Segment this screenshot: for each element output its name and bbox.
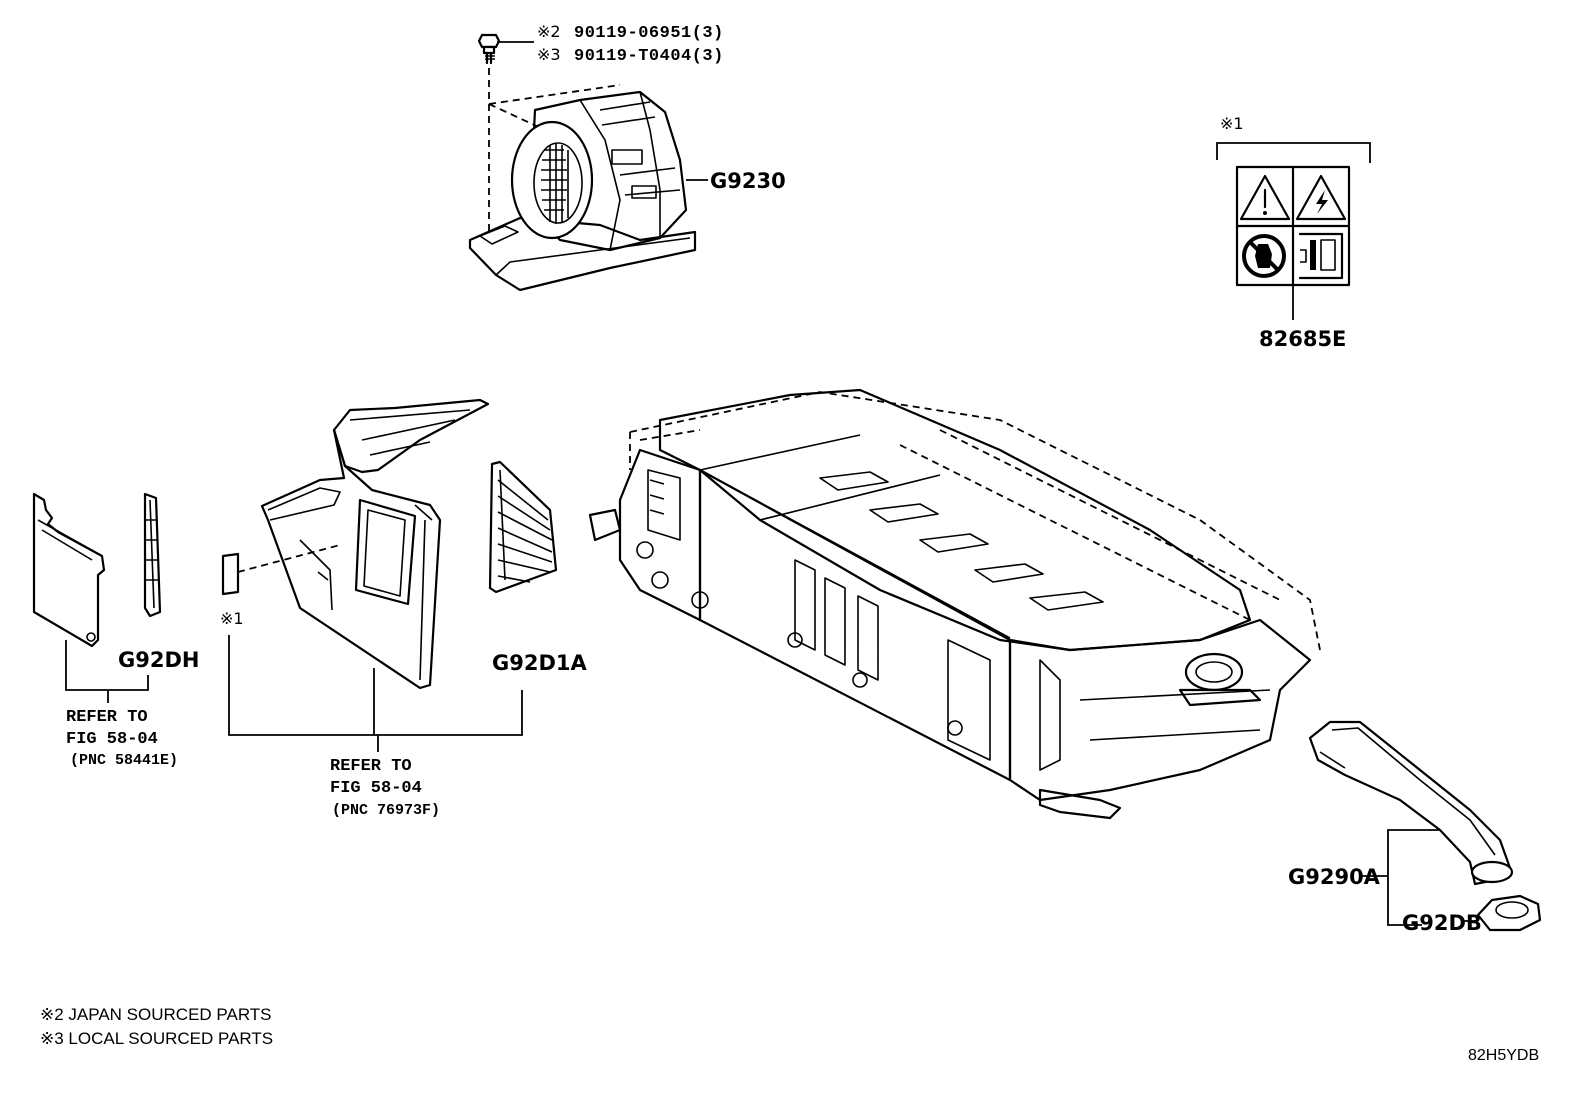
duct-mid-callout[interactable]: G92D1A: [492, 651, 588, 675]
blower-fan-icon[interactable]: [468, 90, 697, 292]
duct-hose[interactable]: [1308, 720, 1514, 886]
warning-label-mark: ※1: [1220, 114, 1244, 133]
bolt-local-part-number[interactable]: 90119-T0404(3): [574, 47, 724, 66]
battery-assembly: [588, 388, 1321, 820]
diagram-code: 82H5YDB: [1468, 1047, 1539, 1064]
bolt-japan-mark: ※2: [537, 22, 561, 41]
cover-callout[interactable]: G92DH: [118, 648, 199, 672]
small-label[interactable]: [221, 552, 240, 596]
refer-center-pnc[interactable]: (PNC 76973F): [332, 802, 440, 819]
grommet-callout[interactable]: G92DB: [1402, 911, 1482, 935]
duct-panel-center[interactable]: [260, 398, 490, 690]
bolt-japan-part-number[interactable]: 90119-06951(3): [574, 24, 724, 43]
note-japan-sourced: ※2 JAPAN SOURCED PARTS: [40, 1005, 272, 1024]
duct-hose-callout[interactable]: G9290A: [1288, 865, 1381, 889]
blower-callout[interactable]: G9230: [710, 169, 786, 193]
no-touch-icon: [1242, 234, 1286, 278]
grommet[interactable]: [1476, 894, 1542, 932]
warning-triangle-icon: [1239, 174, 1291, 221]
cover-panel-left[interactable]: [32, 492, 106, 648]
warning-label-bracket: [1216, 142, 1371, 163]
warning-label-callout[interactable]: 82685E: [1259, 327, 1346, 351]
duct-hose-bracket: [1360, 829, 1440, 926]
duct-bracket: [228, 635, 523, 752]
refer-center-line2: FIG 58-04: [330, 779, 422, 798]
note-local-sourced: ※3 LOCAL SOURCED PARTS: [40, 1029, 273, 1048]
cover-panel-small[interactable]: [143, 492, 162, 618]
refer-left-line1: REFER TO: [66, 708, 148, 727]
bolt-icon[interactable]: [477, 33, 501, 65]
refer-center-line1: REFER TO: [330, 757, 412, 776]
bolt-local-mark: ※3: [537, 45, 561, 64]
high-voltage-icon: [1295, 174, 1347, 221]
refer-left-pnc[interactable]: (PNC 58441E): [70, 752, 178, 769]
small-label-mark: ※1: [220, 609, 244, 628]
cover-bracket: [65, 640, 149, 703]
duct-mid-piece[interactable]: [488, 460, 558, 594]
connector-icon: [1298, 232, 1344, 280]
small-label-install-line: [237, 544, 341, 573]
warning-label[interactable]: [1235, 165, 1351, 287]
refer-left-line2: FIG 58-04: [66, 730, 158, 749]
